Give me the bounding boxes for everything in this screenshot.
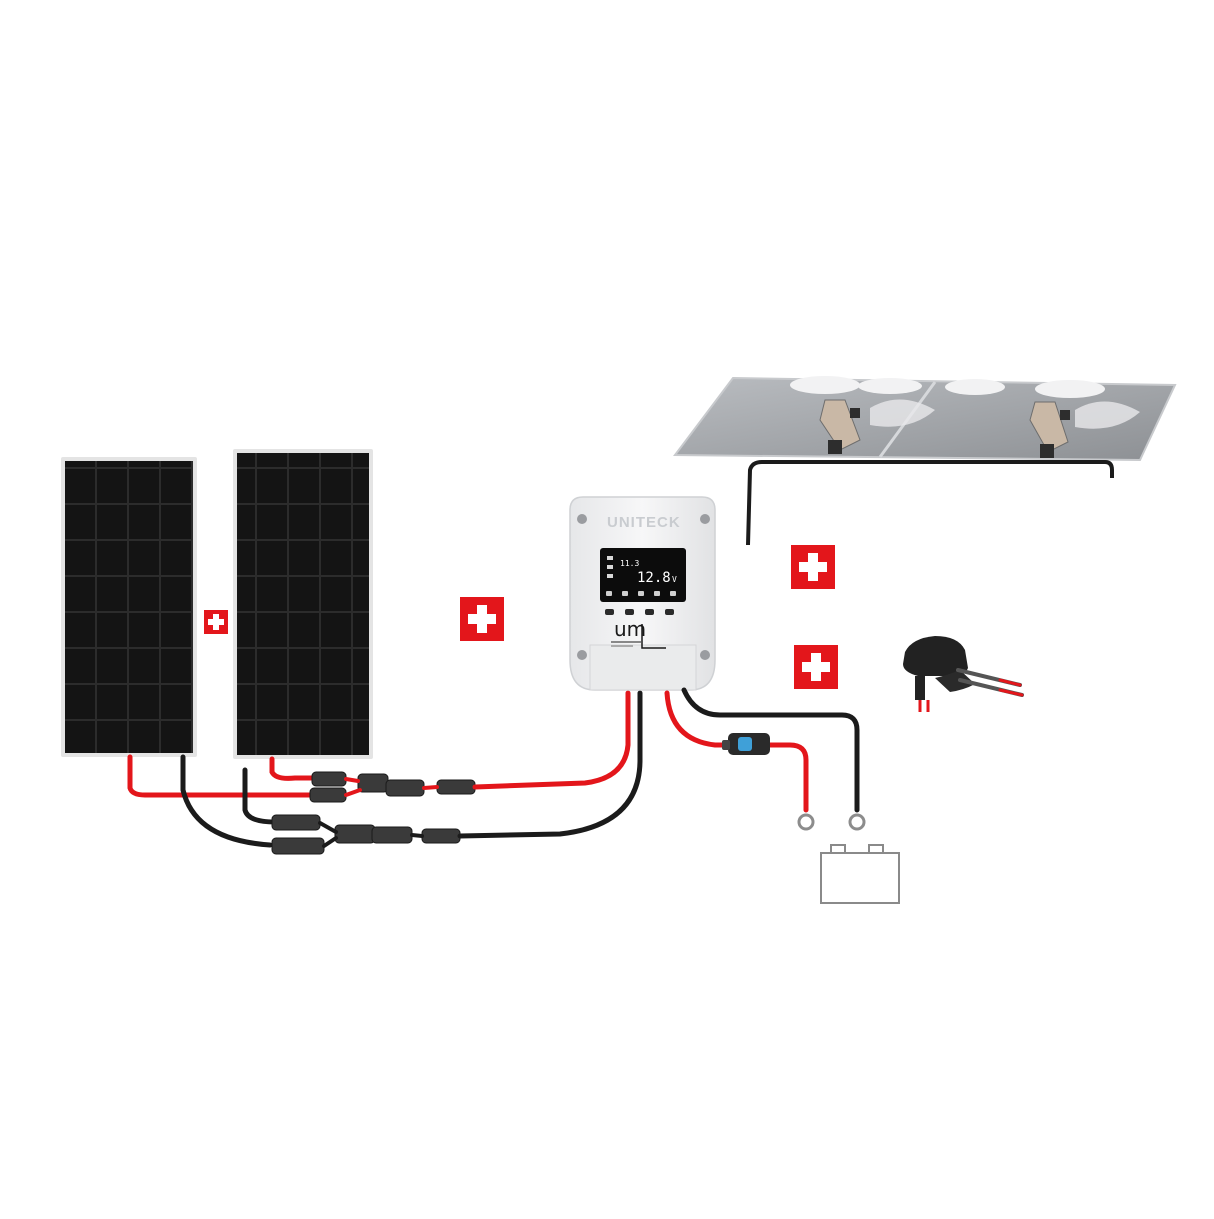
controller-brand: UNITECK	[607, 514, 681, 531]
plus-icon	[460, 597, 504, 641]
solar-panel-left	[61, 457, 197, 757]
ring-terminals	[797, 813, 866, 831]
lcd-small-reading: 11.3	[620, 559, 639, 568]
mc4-connector-icon	[271, 771, 476, 855]
fuse-holder-icon	[722, 733, 770, 755]
cable-gland-icon	[903, 636, 1024, 712]
plus-icon	[204, 610, 228, 634]
plus-icon	[794, 645, 838, 689]
solar-panel-right	[233, 449, 373, 759]
lcd-voltage-reading: 12.8	[637, 570, 671, 586]
lcd-voltage-unit: V	[672, 575, 677, 584]
battery-icon	[820, 844, 900, 904]
panel-cables	[127, 754, 323, 848]
mounting-bracket-icon	[819, 399, 1069, 453]
roof-mount-solar-panels	[673, 376, 1177, 546]
charge-controller-icon: UNITECK 11.3 12.8 V um	[569, 496, 716, 691]
plus-icon	[791, 545, 835, 589]
battery-cables	[664, 687, 860, 813]
controller-logo: um	[614, 617, 646, 641]
controller-input-cables	[457, 690, 643, 839]
